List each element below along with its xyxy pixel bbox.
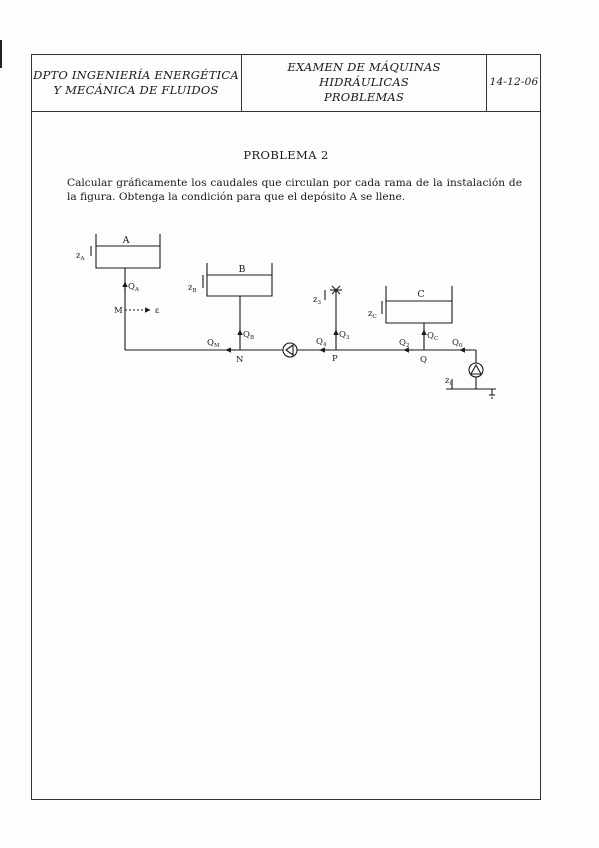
elevation-label-z0: z0	[445, 376, 453, 387]
elevation-label-zc: zC	[368, 309, 377, 320]
department-line-2: Y MECÁNICA DE FLUIDOS	[53, 82, 219, 97]
flow-label-q4: Q4	[316, 337, 327, 348]
tank-c-label: C	[417, 289, 424, 300]
elevation-label-za: zA	[76, 251, 85, 262]
flow-label-q0: Q0	[452, 338, 463, 349]
exam-title-line-1: EXAMEN DE MÁQUINAS HIDRÁULICAS	[287, 60, 441, 89]
scan-edge-mark	[0, 40, 2, 68]
pump-2-triangle	[470, 363, 482, 375]
problem-title: PROBLEMA 2	[243, 148, 329, 162]
tank-a	[95, 234, 161, 269]
page-frame	[31, 54, 541, 800]
exam-title-line-2: PROBLEMAS	[323, 90, 405, 104]
tank-c	[385, 286, 453, 324]
node-p-label: P	[332, 354, 338, 364]
flow-label-q2: Q2	[399, 338, 409, 349]
pump-1	[282, 342, 298, 358]
pump-1-triangle	[285, 343, 294, 357]
flow-label-qa: QA	[128, 282, 140, 293]
problem-statement: Calcular gráficamente los caudales que c…	[67, 177, 522, 203]
flow-label-qm: QM	[207, 338, 220, 349]
elevation-label-zb: zB	[188, 283, 197, 294]
node-q-label: Q	[420, 355, 427, 365]
node-m-label: M	[114, 306, 123, 316]
pump-2	[468, 362, 484, 378]
department-line-1: DPTO INGENIERÍA ENERGÉTICA	[33, 67, 239, 82]
flow-label-q3: Q3	[339, 330, 350, 341]
node-n-label: N	[236, 355, 244, 365]
flow-label-qc: QC	[427, 331, 438, 342]
exam-header: DPTO INGENIERÍA ENERGÉTICA Y MECÁNICA DE…	[31, 54, 541, 112]
department-cell: DPTO INGENIERÍA ENERGÉTICA Y MECÁNICA DE…	[31, 54, 242, 111]
valve-label: ε	[155, 306, 160, 316]
exam-title-cell: EXAMEN DE MÁQUINAS HIDRÁULICAS PROBLEMAS	[242, 54, 487, 111]
tank-b-label: B	[239, 264, 246, 275]
elevation-label-z3: z3	[313, 295, 321, 306]
flow-label-qb: QB	[243, 330, 254, 341]
tank-a-label: A	[122, 235, 130, 246]
open-end-mark-d2	[331, 285, 341, 295]
exam-date: 14-12-06	[489, 76, 539, 88]
date-cell: 14-12-06	[487, 54, 541, 111]
